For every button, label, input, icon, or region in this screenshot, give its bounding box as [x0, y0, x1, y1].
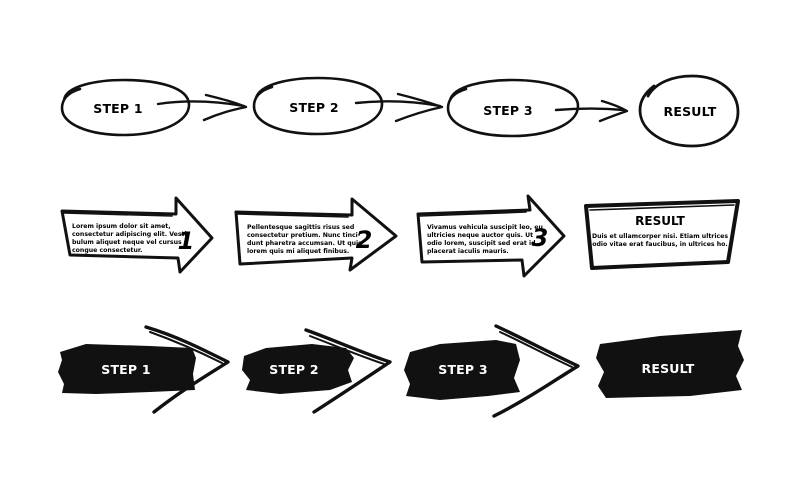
thin-arrow-3	[554, 99, 629, 123]
oval-step-1: STEP 1	[60, 78, 191, 137]
brush-step-1-label: STEP 1	[101, 362, 150, 377]
brush-step-3-label: STEP 3	[438, 362, 487, 377]
outline-arrow-step-1-line-4: congue consectetur.	[72, 247, 142, 254]
brush-step-2: STEP 2	[242, 328, 392, 414]
outline-arrow-step-3-line-2: ultricies neque auctor quis. Ut	[427, 232, 533, 239]
outline-result-title: RESULT	[635, 214, 685, 228]
outline-arrow-step-3-line-1: Vivamus vehicula suscipit leo, eu	[427, 224, 543, 231]
outline-arrow-step-3-line-3: odio lorem, suscipit sed erat id,	[427, 240, 538, 247]
outline-arrow-step-2-line-4: lorem quis mi aliquet finibus.	[247, 248, 349, 255]
outline-result-line-2: odio vitae erat faucibus, in ultrices ho…	[592, 241, 728, 248]
oval-step-3-label: STEP 3	[483, 103, 532, 118]
outline-arrow-step-3-line-4: placerat iaculis mauris.	[427, 248, 509, 255]
row-oval-steps: STEP 1 STEP 2 STEP 3 RESULT	[60, 74, 740, 148]
oval-step-2-label: STEP 2	[289, 100, 338, 115]
outline-result-box: RESULT Duis et ullamcorper nisi. Etiam u…	[584, 199, 740, 270]
brush-step-1: STEP 1	[58, 325, 230, 414]
outline-arrow-step-1: Lorem ipsum dolor sit amet, consectetur …	[60, 196, 214, 274]
oval-result: RESULT	[638, 74, 740, 148]
brush-result-label: RESULT	[642, 361, 695, 376]
brush-result: RESULT	[596, 330, 744, 398]
brush-step-3: STEP 3	[404, 324, 580, 418]
oval-result-label: RESULT	[664, 104, 717, 119]
oval-step-2: STEP 2	[252, 76, 384, 136]
outline-arrow-step-2-number: 2	[356, 226, 373, 254]
row-outlined-arrows: Lorem ipsum dolor sit amet, consectetur …	[60, 194, 740, 278]
row-brush-arrows: STEP 1 STEP 2 STEP 3 RESULT	[58, 324, 744, 418]
outline-arrow-step-1-line-3: bulum aliquet neque vel cursus	[72, 239, 182, 246]
outline-arrow-step-2: Pellentesque sagittis risus sed consecte…	[234, 197, 398, 272]
brush-step-2-label: STEP 2	[269, 362, 318, 377]
outline-arrow-step-3-number: 3	[532, 224, 549, 252]
outline-arrow-step-3: Vivamus vehicula suscipit leo, eu ultric…	[416, 194, 566, 278]
outline-arrow-step-2-line-1: Pellentesque sagittis risus sed	[247, 224, 354, 231]
thin-arrow-1	[156, 93, 248, 122]
outline-arrow-step-2-line-3: dunt pharetra accumsan. Ut quis	[247, 240, 362, 247]
oval-step-1-label: STEP 1	[93, 101, 142, 116]
thin-arrow-2	[354, 92, 444, 123]
outline-arrow-step-1-line-1: Lorem ipsum dolor sit amet,	[72, 223, 171, 230]
oval-step-3: STEP 3	[446, 78, 580, 138]
outline-result-line-1: Duis et ullamcorper nisi. Etiam ultrices	[592, 233, 728, 240]
outline-arrow-step-1-line-2: consectetur adipiscing elit. Vesti-	[72, 231, 190, 238]
outline-arrow-step-1-number: 1	[178, 227, 195, 255]
outline-arrow-step-2-line-2: consectetur pretium. Nunc tinci-	[247, 232, 361, 239]
